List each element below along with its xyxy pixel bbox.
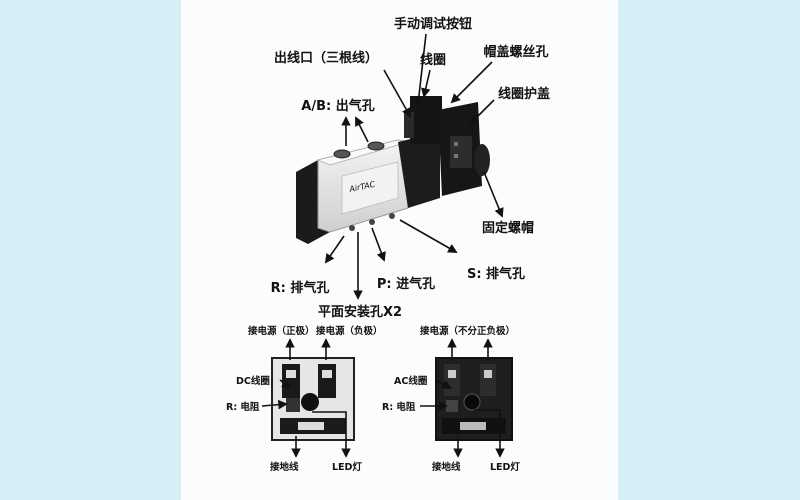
ac-arrow-coil xyxy=(435,379,452,389)
ac-ground-screw xyxy=(460,422,486,430)
dc-arrows xyxy=(261,338,351,458)
dc-arrow-coil xyxy=(279,379,292,390)
ac-connector: 接电源（不分正负极） AC线圈 R: 电阻 接地线 LED灯 xyxy=(382,325,520,473)
solenoid-housing xyxy=(398,132,440,208)
dc-resistor xyxy=(286,398,300,412)
arrow-port-b xyxy=(355,116,369,143)
arrow-s-exhaust xyxy=(399,219,458,253)
ac-arrow-led xyxy=(474,409,505,458)
ac-resistor xyxy=(446,400,458,412)
ac-led xyxy=(463,393,481,411)
label-ab-outlet: A/B: 出气孔 xyxy=(301,98,374,114)
ac-coil-label: AC线圈 xyxy=(394,375,427,387)
arrow-cap-screw-hole xyxy=(450,61,493,104)
port-a-hole xyxy=(333,149,351,159)
dc-resistor-label: R: 电阻 xyxy=(226,401,260,413)
arrow-p-inlet xyxy=(371,227,386,262)
solenoid-valve: AirTAC xyxy=(296,96,490,244)
arrow-coil xyxy=(421,69,431,98)
coil-tower xyxy=(410,96,442,144)
callout-arrows xyxy=(324,33,504,300)
ac-terminal-screw xyxy=(484,370,492,378)
label-coil-cover: 线圈护盖 xyxy=(498,86,550,102)
ac-terminal-right xyxy=(480,364,496,396)
dc-led xyxy=(301,393,319,411)
dc-terminal-left xyxy=(282,364,300,398)
label-r-exhaust: R: 排气孔 xyxy=(271,280,330,296)
brand-plate xyxy=(341,161,399,215)
coil-cover-detail xyxy=(454,154,458,158)
arrow-r-exhaust xyxy=(324,235,345,264)
port-p xyxy=(369,219,375,225)
dc-coil-label: DC线圈 xyxy=(236,375,270,387)
manual-button-body xyxy=(404,112,414,138)
port-b-hole xyxy=(367,141,385,151)
arrow-wire-outlet xyxy=(383,69,411,118)
arrow-coil-cover xyxy=(468,99,495,126)
port-r xyxy=(349,225,355,231)
ac-terminal-screw xyxy=(448,370,456,378)
dc-terminal-screw xyxy=(322,370,332,378)
dc-connector: 接电源（正极） 接电源（负极） DC线圈 R: 电阻 接地线 LED灯 xyxy=(226,325,383,473)
arrow-manual-button xyxy=(414,33,427,106)
dc-neg-label: 接电源（负极） xyxy=(316,325,383,337)
ac-arrows xyxy=(420,338,505,458)
dc-arrow-resistor xyxy=(261,399,288,410)
dc-ground-screw xyxy=(298,422,324,430)
arrow-fixing-nut xyxy=(483,171,504,218)
fixing-nut xyxy=(474,144,490,176)
port-s xyxy=(389,213,395,219)
ac-resistor-label: R: 电阻 xyxy=(382,401,416,413)
label-cap-screw-hole: 帽盖螺丝孔 xyxy=(483,44,548,60)
right-background-band xyxy=(618,0,800,500)
dc-arrow-led xyxy=(312,411,351,458)
ac-ground-label: 接地线 xyxy=(432,461,461,473)
label-wire-outlet: 出线口（三根线） xyxy=(274,50,378,66)
label-coil: 线圈 xyxy=(420,52,446,68)
label-manual-button: 手动调试按钮 xyxy=(394,16,472,32)
left-background-band xyxy=(0,0,181,500)
ac-led-label: LED灯 xyxy=(490,461,520,473)
dc-ground-label: 接地线 xyxy=(270,461,299,473)
dc-terminal-screw xyxy=(286,370,296,378)
dc-terminal-right xyxy=(318,364,336,398)
diagram-panel xyxy=(181,0,618,500)
dc-pos-label: 接电源（正极） xyxy=(248,325,315,337)
coil-cover-face xyxy=(450,136,472,168)
label-fixing-nut: 固定螺帽 xyxy=(482,220,534,236)
ac-terminal-left xyxy=(444,364,460,396)
ac-power-label: 接电源（不分正负极） xyxy=(420,325,515,337)
coil-cover-detail xyxy=(454,142,458,146)
dc-led-label: LED灯 xyxy=(332,461,362,473)
label-s-exhaust: S: 排气孔 xyxy=(467,266,525,282)
label-mount-holes: 平面安装孔X2 xyxy=(318,304,402,320)
label-p-inlet: P: 进气孔 xyxy=(377,276,435,292)
